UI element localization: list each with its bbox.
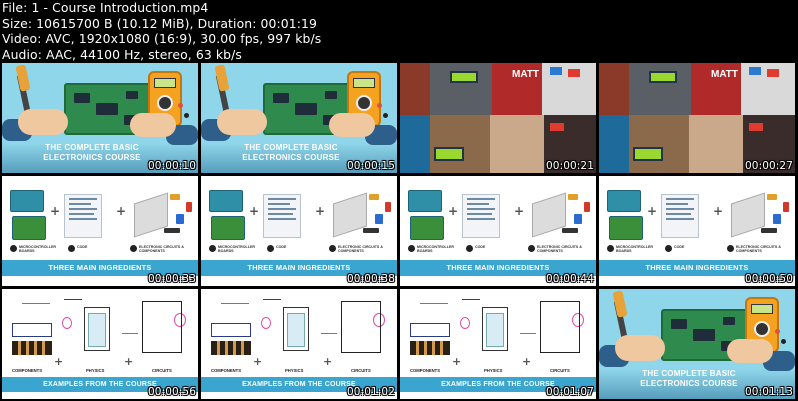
plus-icon: + xyxy=(253,355,263,368)
collage-word: MATT xyxy=(711,69,739,80)
course-title-line2: ELECTRONICS COURSE xyxy=(640,378,738,388)
code-window-icon xyxy=(462,194,500,238)
ingredient-label: CODE xyxy=(77,245,88,249)
code-window-icon xyxy=(64,194,102,238)
thumbnail-8[interactable]: + + MICROCONTROLLER BOARDS CODE ELECTRON… xyxy=(599,176,795,286)
example-label: CIRCUITS xyxy=(550,368,570,373)
example-label: COMPONENTS xyxy=(211,368,242,373)
thumbnail-1[interactable]: THE COMPLETE BASIC ELECTRONICS COURSE 00… xyxy=(2,63,198,173)
plus-icon: + xyxy=(124,355,134,368)
code-window-icon xyxy=(661,194,699,238)
video-info-line: Video: AVC, 1920x1080 (16:9), 30.00 fps,… xyxy=(2,31,322,46)
thumbnail-9[interactable]: + + COMPONENTS PHYSICS CIRCUITS EXAMPLES… xyxy=(2,289,198,399)
ingredient-label: ELECTRONIC CIRCUITS & COMPONENTS xyxy=(338,245,383,253)
example-label: PHYSICS xyxy=(86,368,105,373)
plus-icon: + xyxy=(50,204,61,218)
thumbnail-2[interactable]: THE COMPLETE BASIC ELECTRONICS COURSE 00… xyxy=(201,63,397,173)
soldering-iron-handle xyxy=(15,64,31,92)
section-title: EXAMPLES FROM THE COURSE xyxy=(201,377,397,392)
thumbnail-7[interactable]: + + MICROCONTROLLER BOARDS CODE ELECTRON… xyxy=(400,176,596,286)
plus-icon: + xyxy=(315,204,326,218)
plus-icon: + xyxy=(448,204,459,218)
thumbnail-grid: THE COMPLETE BASIC ELECTRONICS COURSE 00… xyxy=(2,63,796,399)
timestamp: 00:00:33 xyxy=(148,273,196,285)
example-label: CIRCUITS xyxy=(152,368,172,373)
plus-icon: + xyxy=(249,204,260,218)
plus-icon: + xyxy=(116,204,127,218)
circuit-board-image xyxy=(64,83,152,135)
plus-icon: + xyxy=(452,355,462,368)
timestamp: 00:00:27 xyxy=(745,160,793,172)
breadboard-image xyxy=(731,192,765,238)
timestamp: 00:00:50 xyxy=(745,273,793,285)
thumbnail-3[interactable]: MATT 00:00:21 xyxy=(400,63,596,173)
resistor-image xyxy=(12,341,52,355)
thumbnail-6[interactable]: + + MICROCONTROLLER BOARDS CODE ELECTRON… xyxy=(201,176,397,286)
collage-word: MATT xyxy=(512,69,540,80)
code-window-icon xyxy=(263,194,301,238)
timestamp: 00:00:44 xyxy=(546,273,594,285)
section-title: THREE MAIN INGREDIENTS xyxy=(599,260,795,276)
course-title-line1: THE COMPLETE BASIC xyxy=(642,369,736,378)
example-label: COMPONENTS xyxy=(410,368,441,373)
thumbnail-11[interactable]: + + COMPONENTS PHYSICS CIRCUITS EXAMPLES… xyxy=(400,289,596,399)
course-title-line1: THE COMPLETE BASIC xyxy=(45,143,139,152)
ingredient-label: MICROCONTROLLER BOARDS xyxy=(19,245,56,253)
timestamp: 00:01:13 xyxy=(745,386,793,398)
plus-icon: + xyxy=(647,204,658,218)
file-name-line: File: 1 - Course Introduction.mp4 xyxy=(2,0,209,15)
course-title-line1: THE COMPLETE BASIC xyxy=(244,143,338,152)
ingredient-label: CODE xyxy=(276,245,287,249)
course-title-line2: ELECTRONICS COURSE xyxy=(43,152,141,162)
section-title: THREE MAIN INGREDIENTS xyxy=(2,260,198,276)
breadboard-image xyxy=(134,192,168,238)
ingredient-label: ELECTRONIC CIRCUITS & COMPONENTS xyxy=(537,245,582,253)
resistor-image xyxy=(410,341,450,355)
section-title: THREE MAIN INGREDIENTS xyxy=(201,260,397,276)
thumbnail-12[interactable]: THE COMPLETE BASIC ELECTRONICS COURSE 00… xyxy=(599,289,795,399)
file-info-header: File: 1 - Course Introduction.mp4 Size: … xyxy=(2,0,796,62)
plus-icon: + xyxy=(522,355,532,368)
example-label: PHYSICS xyxy=(285,368,304,373)
example-label: PHYSICS xyxy=(484,368,503,373)
example-label: CIRCUITS xyxy=(351,368,371,373)
thumbnail-10[interactable]: + + COMPONENTS PHYSICS CIRCUITS EXAMPLES… xyxy=(201,289,397,399)
soldering-iron-handle xyxy=(214,64,230,92)
timestamp: 00:00:38 xyxy=(347,273,395,285)
ingredient-label: MICROCONTROLLER BOARDS xyxy=(616,245,653,253)
course-title: THE COMPLETE BASIC ELECTRONICS COURSE xyxy=(241,143,341,162)
plus-icon: + xyxy=(514,204,525,218)
timestamp: 00:01:07 xyxy=(546,386,594,398)
thumbnail-4[interactable]: MATT 00:00:27 xyxy=(599,63,795,173)
plus-icon: + xyxy=(323,355,333,368)
section-title: EXAMPLES FROM THE COURSE xyxy=(400,377,596,392)
example-label: COMPONENTS xyxy=(12,368,43,373)
course-title: THE COMPLETE BASIC ELECTRONICS COURSE xyxy=(42,143,142,162)
audio-info-line: Audio: AAC, 44100 Hz, stereo, 63 kb/s xyxy=(2,46,242,62)
file-size-line: Size: 10615700 B (10.12 MiB), Duration: … xyxy=(2,15,317,31)
timestamp: 00:00:10 xyxy=(148,160,196,172)
ingredient-label: ELECTRONIC CIRCUITS & COMPONENTS xyxy=(139,245,184,253)
ingredient-label: ELECTRONIC CIRCUITS & COMPONENTS xyxy=(736,245,781,253)
ingredient-label: MICROCONTROLLER BOARDS xyxy=(218,245,255,253)
course-title: THE COMPLETE BASIC ELECTRONICS COURSE xyxy=(639,369,739,388)
timestamp: 00:00:21 xyxy=(546,160,594,172)
section-title: EXAMPLES FROM THE COURSE xyxy=(2,377,198,392)
resistor-image xyxy=(211,341,251,355)
ingredient-label: CODE xyxy=(674,245,685,249)
soldering-iron-handle xyxy=(612,290,628,318)
ingredient-label: CODE xyxy=(475,245,486,249)
ingredient-label: MICROCONTROLLER BOARDS xyxy=(417,245,454,253)
timestamp: 00:00:15 xyxy=(347,160,395,172)
course-title-line2: ELECTRONICS COURSE xyxy=(242,152,340,162)
timestamp: 00:00:56 xyxy=(148,386,196,398)
breadboard-image xyxy=(532,192,566,238)
plus-icon: + xyxy=(54,355,64,368)
timestamp: 00:01:02 xyxy=(347,386,395,398)
thumbnail-5[interactable]: + + MICROCONTROLLER BOARDS CODE ELECTRON… xyxy=(2,176,198,286)
plus-icon: + xyxy=(713,204,724,218)
section-title: THREE MAIN INGREDIENTS xyxy=(400,260,596,276)
breadboard-image xyxy=(333,192,367,238)
